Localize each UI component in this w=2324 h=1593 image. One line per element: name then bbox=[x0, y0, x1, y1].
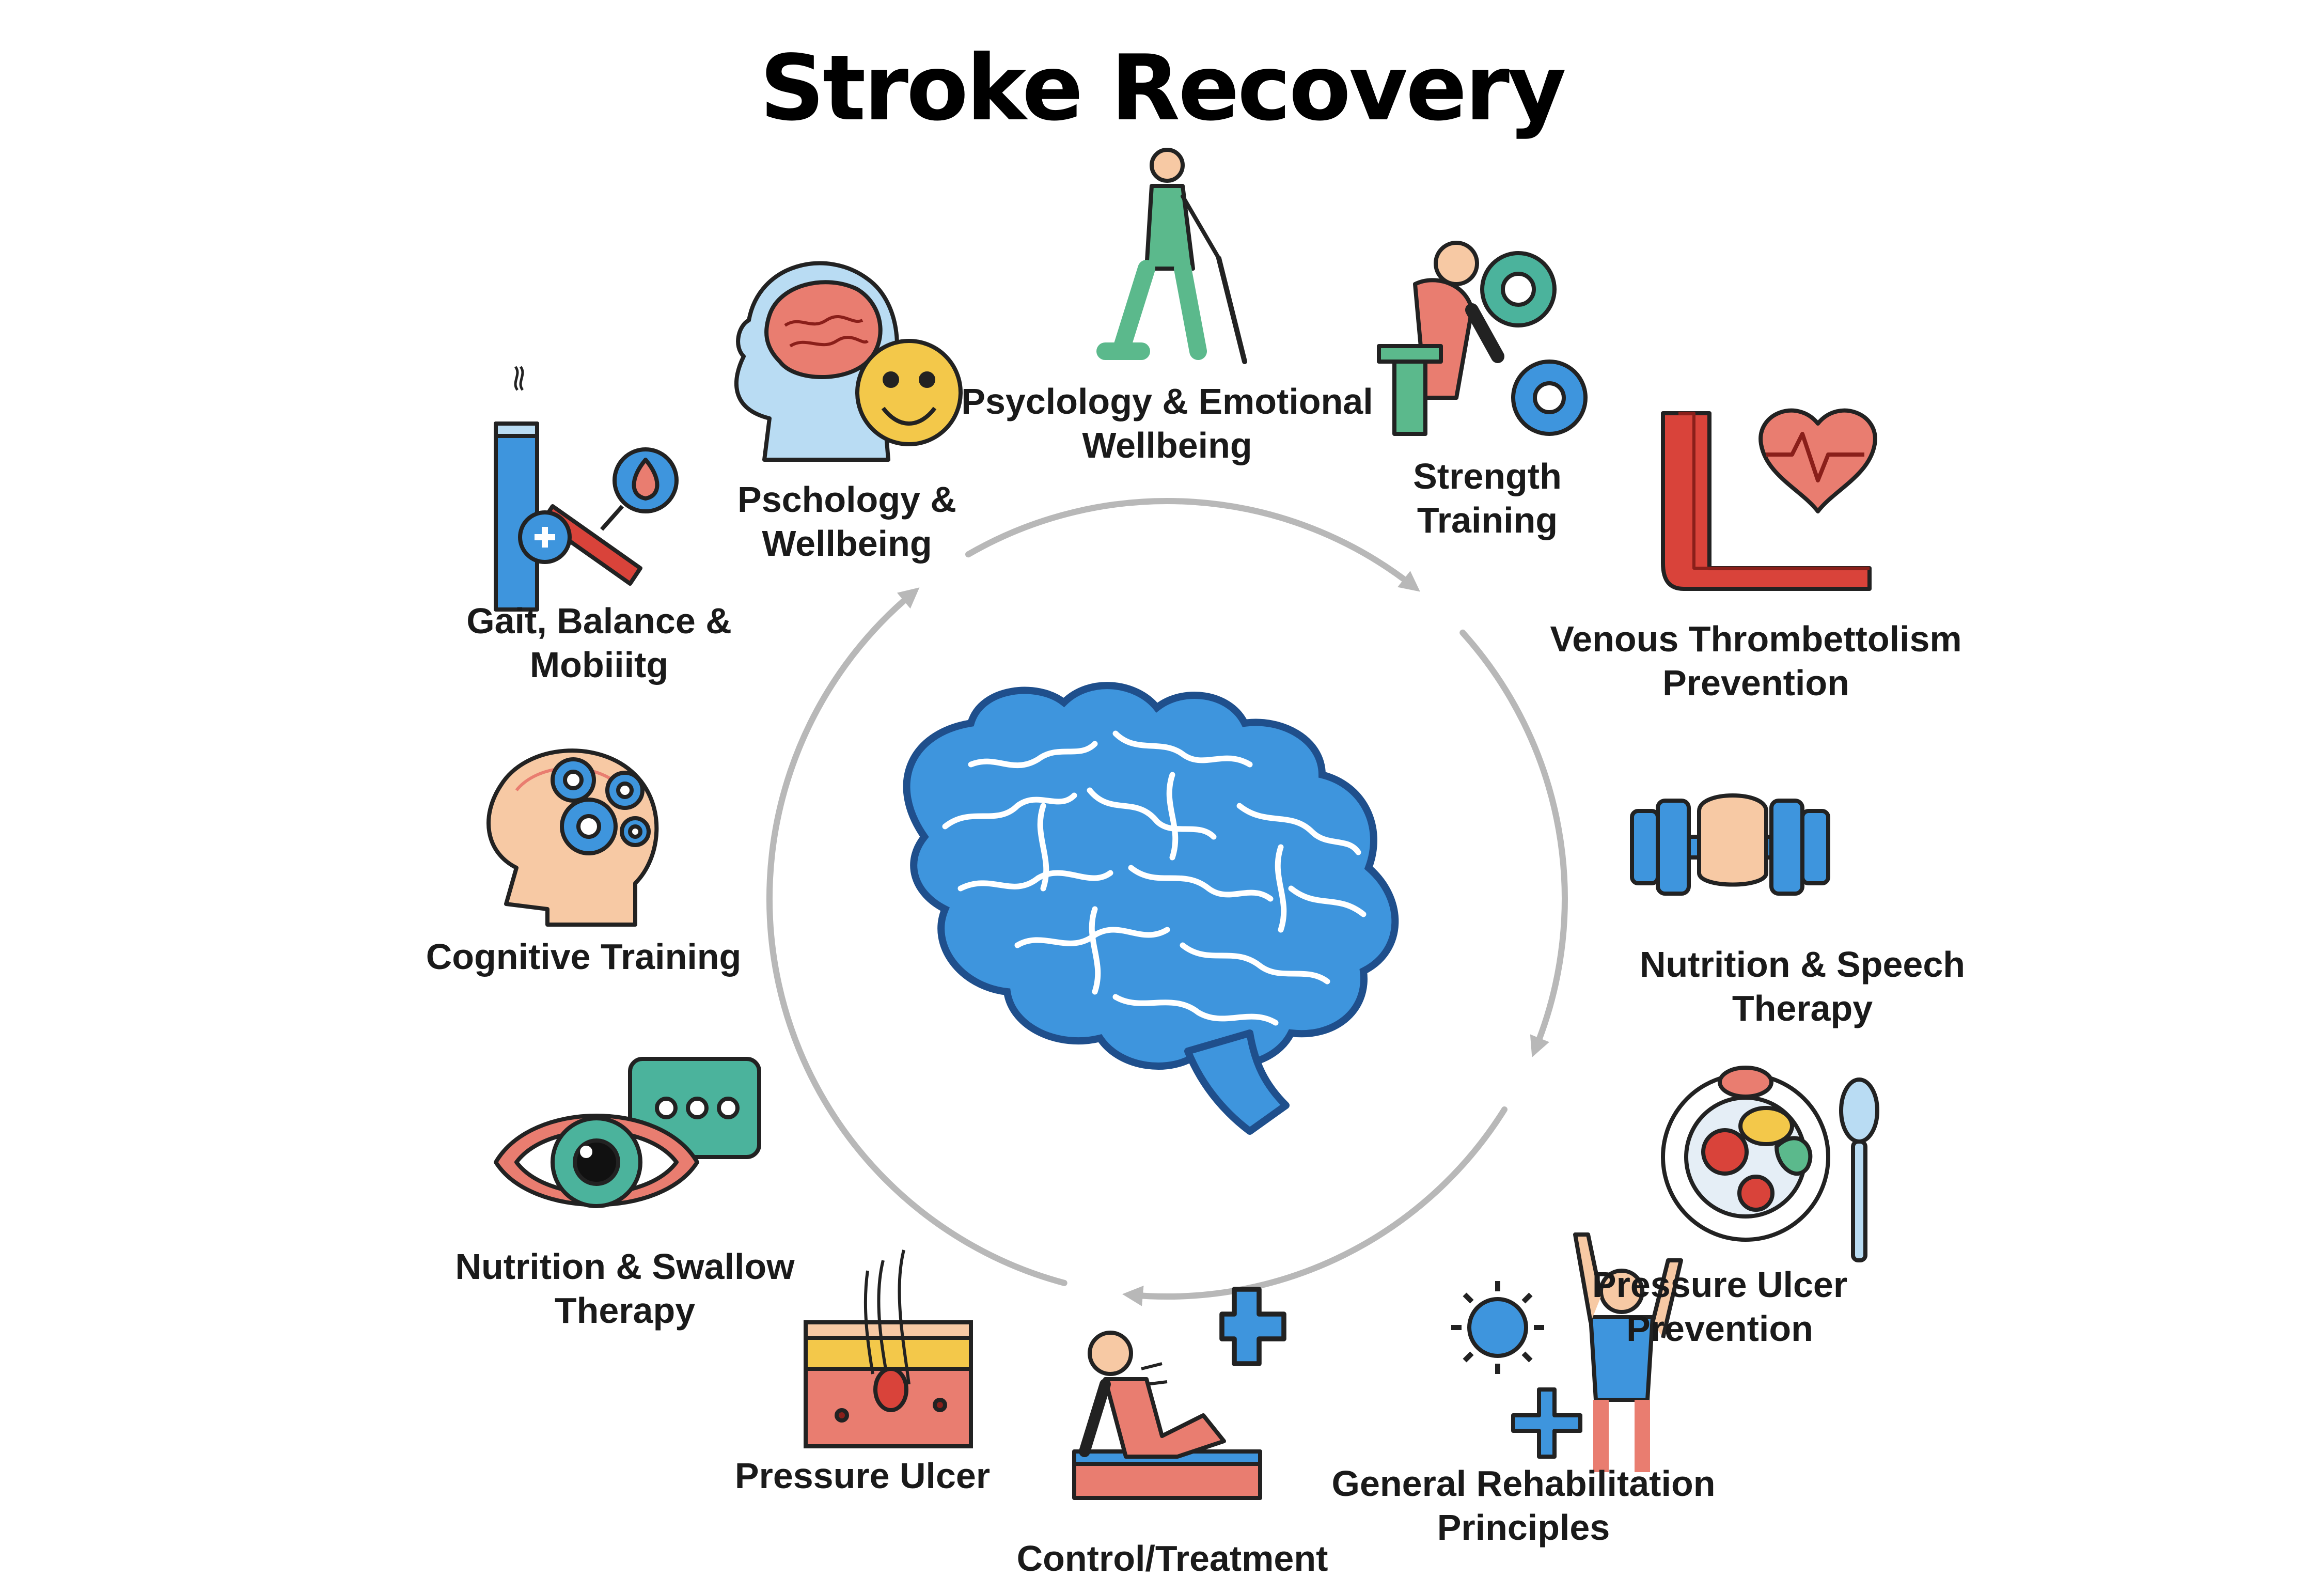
plate-food-spoon-icon bbox=[1661, 1066, 1879, 1262]
cycle-arrow-3 bbox=[1122, 1106, 1508, 1306]
head-gears-icon bbox=[486, 748, 659, 927]
cycle-arrow-1 bbox=[965, 498, 1420, 592]
person-reclining-mat-icon bbox=[1072, 1287, 1286, 1500]
eye-speech-bubble-icon bbox=[494, 1057, 761, 1208]
brain-smiley-icon bbox=[734, 261, 963, 462]
bottle-syringe-icon bbox=[494, 366, 679, 612]
label-psychology-wellbeing: Pschology &Wellbeing bbox=[737, 479, 956, 564]
blood-vessel-heart-icon bbox=[1661, 408, 1877, 591]
cycle-arrow-2 bbox=[1459, 629, 1568, 1057]
brain-icon bbox=[903, 682, 1399, 1135]
dumbbell-hand-icon bbox=[1630, 793, 1830, 896]
person-virus-cross-icon bbox=[1451, 1232, 1683, 1472]
label-pressure-ulcer: Pressure Ulcer bbox=[734, 1456, 991, 1496]
diagram-title: Stroke Recovery bbox=[759, 36, 1566, 141]
skin-layers-icon bbox=[804, 1250, 973, 1448]
walking-person-cane-icon bbox=[1096, 148, 1247, 364]
cycle-arrow-4 bbox=[766, 587, 1067, 1286]
label-control-treatment: Control/Treatment bbox=[1016, 1538, 1328, 1579]
label-cognitive-training: Cognitive Training bbox=[426, 936, 742, 977]
cycle-arrows bbox=[766, 498, 1568, 1306]
exercise-gears-icon bbox=[1377, 241, 1588, 436]
label-gait-balance: Gait, Balance &Mobiiitg bbox=[466, 601, 732, 685]
